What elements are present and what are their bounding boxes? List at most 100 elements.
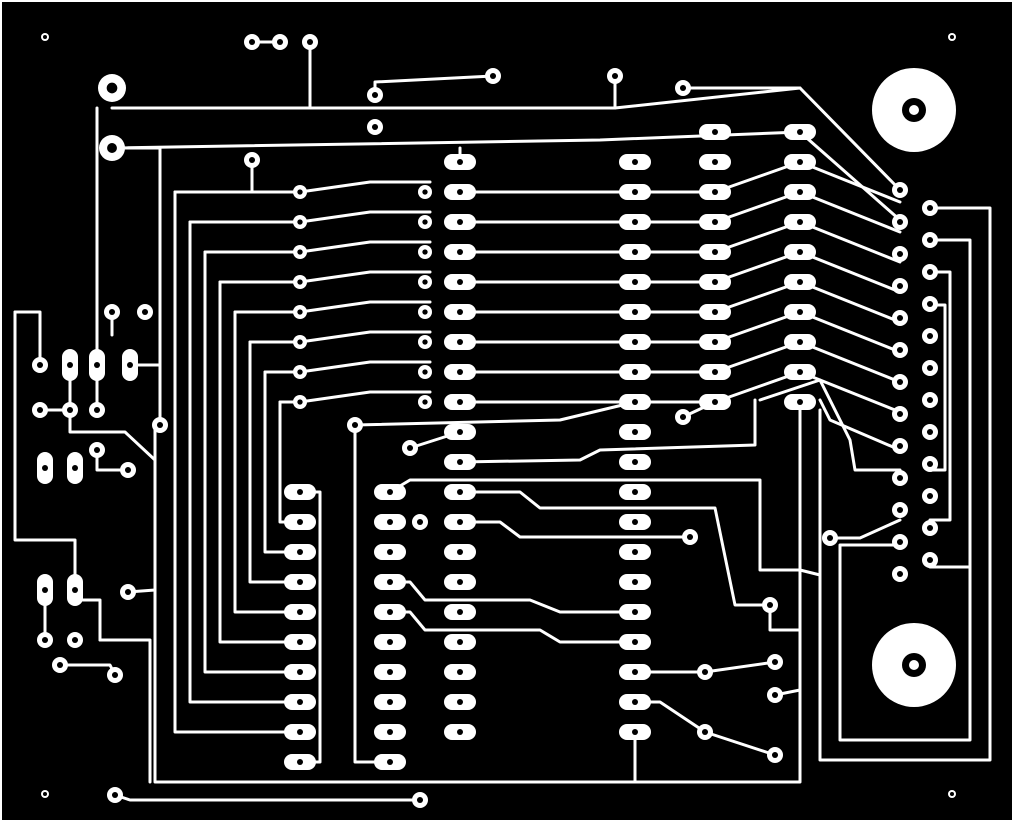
via-pad (418, 245, 432, 259)
round-pad (107, 667, 123, 683)
db25-pin (922, 424, 938, 440)
dip-left-pin (374, 514, 406, 530)
via-pad (293, 275, 307, 289)
round-pad (32, 357, 48, 373)
trace (388, 580, 637, 614)
signal-trace (233, 300, 432, 314)
trace (13, 310, 42, 367)
dip-middle-pin (619, 634, 651, 650)
dip-middle-pin (619, 574, 651, 590)
dip-middle-pin (444, 424, 476, 440)
trace (153, 408, 802, 784)
dip-middle-pin (619, 364, 651, 380)
dip-middle-pin (619, 154, 651, 170)
via-pad (293, 215, 307, 229)
dip-middle-pin (444, 154, 476, 170)
oval-pad (89, 349, 105, 381)
round-pad (32, 402, 48, 418)
dip-right-pin (699, 364, 731, 380)
dip-middle-pin (619, 394, 651, 410)
db25-pin (892, 566, 908, 582)
dip-middle-pin (444, 394, 476, 410)
dip-middle-pin (619, 214, 651, 230)
oval-pad (62, 349, 78, 381)
dip-left-pin (284, 664, 316, 680)
dip-right-pin (699, 124, 731, 140)
rail-top (110, 86, 902, 192)
dip-middle-pin (444, 484, 476, 500)
dip-left-pin (284, 484, 316, 500)
dip-right-pin (699, 394, 731, 410)
dip-left-pin (374, 664, 406, 680)
via-pad (418, 365, 432, 379)
db25-pin (892, 502, 908, 518)
dip-middle-pin (444, 184, 476, 200)
round-pad (767, 747, 783, 763)
dip-middle-pin (619, 184, 651, 200)
via-pad (293, 305, 307, 319)
round-pad (412, 514, 428, 530)
oval-pad (37, 574, 53, 606)
dip-far-right-pin (784, 124, 816, 140)
db25-pin (922, 360, 938, 376)
round-pad (89, 402, 105, 418)
dip-middle-pin (444, 694, 476, 710)
dip-middle-pin (444, 334, 476, 350)
oval-pad (67, 574, 83, 606)
dip-middle-pin (619, 664, 651, 680)
dip-middle-pin (619, 544, 651, 560)
round-pad (120, 584, 136, 600)
signal-trace (173, 190, 302, 734)
db25-pin (892, 374, 908, 390)
round-pad (767, 687, 783, 703)
round-pad (367, 119, 383, 135)
dip-right-pin (699, 154, 731, 170)
via-pad (418, 305, 432, 319)
db25-pin (892, 182, 908, 198)
round-pad (37, 632, 53, 648)
dip-far-right-pin (784, 244, 816, 260)
dip-middle-pin (444, 304, 476, 320)
dip-far-right-pin (784, 364, 816, 380)
round-pad (302, 34, 318, 50)
db25-pin (892, 406, 908, 422)
signal-trace (203, 240, 432, 254)
via-pad (418, 395, 432, 409)
db25-pin (922, 392, 938, 408)
dip-middle-pin (619, 454, 651, 470)
dip-far-right-pin (784, 154, 816, 170)
trace (458, 490, 772, 607)
signal-trace (188, 210, 432, 224)
dip-left-pin (284, 544, 316, 560)
via-pad (293, 245, 307, 259)
db25-pin (922, 296, 938, 312)
dip-far-right-pin (784, 274, 816, 290)
dip-left-pin (284, 694, 316, 710)
round-pad (137, 304, 153, 320)
round-pad (767, 654, 783, 670)
round-pad (822, 530, 838, 546)
round-pad (675, 409, 691, 425)
dip-far-right-pin (784, 214, 816, 230)
dip-middle-pin (619, 334, 651, 350)
via-pad (293, 365, 307, 379)
dip-middle-pin (444, 454, 476, 470)
dip-middle-pin (619, 694, 651, 710)
db25-pin (922, 328, 938, 344)
trace (13, 310, 77, 592)
via-pad (293, 185, 307, 199)
round-pad (104, 304, 120, 320)
corner-marks (41, 33, 956, 798)
signal-trace (248, 340, 302, 584)
trace (928, 270, 952, 522)
dip-middle-pin (444, 574, 476, 590)
dip-middle-pin (444, 244, 476, 260)
dip-right-pin (699, 184, 731, 200)
dip-middle-pin (444, 364, 476, 380)
trace (388, 610, 637, 644)
oval-pad (122, 349, 138, 381)
dip-middle-pin (444, 544, 476, 560)
rail-second (110, 130, 902, 222)
